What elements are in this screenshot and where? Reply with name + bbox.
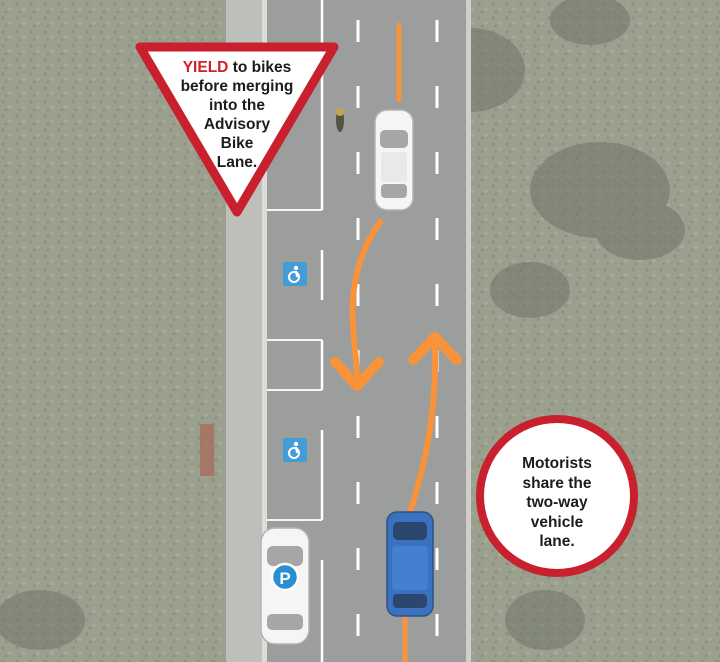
motorist-line-1: Motorists (522, 455, 592, 472)
merge-arrow-head (330, 357, 384, 391)
cyclist (336, 108, 344, 132)
parking-stall-lines (267, 209, 322, 521)
parking-badge-label: P (279, 569, 290, 588)
yield-line-1-rest: to bikes (232, 59, 292, 76)
return-arrow (407, 345, 439, 515)
yield-line-5: Bike (220, 135, 254, 152)
motorist-line-3: two-way (526, 494, 588, 511)
yield-sign (135, 42, 339, 217)
motorist-line-5: lane. (539, 533, 575, 550)
yield-sign-text: YIELD to bikes before merging into the A… (152, 58, 322, 172)
yield-line-1: YIELD to bikes (152, 58, 322, 77)
yield-line-2: before merging (180, 78, 294, 95)
yield-highlight: YIELD (182, 59, 229, 76)
blue-car (386, 511, 434, 617)
accessible-parking-icon (283, 262, 307, 286)
curb-right (466, 0, 471, 662)
accessible-parking-icon (283, 438, 307, 462)
yield-line-3: into the (209, 97, 265, 114)
return-arrow-head (408, 332, 462, 365)
yield-line-6: Lane. (216, 154, 258, 171)
lane-dashes (356, 20, 439, 662)
curb (262, 0, 267, 662)
planter (200, 424, 214, 476)
tree-shadows (0, 0, 685, 650)
yield-line-4: Advisory (203, 116, 271, 133)
motorist-sign-text: Motorists share the two-way vehicle lane… (492, 454, 622, 552)
merge-arrow (349, 219, 383, 378)
parking-icon (270, 562, 300, 592)
vehicle-path-arrows (330, 22, 462, 662)
white-car-upper (374, 109, 414, 211)
motorist-line-2: share the (522, 474, 592, 492)
motorist-line-4: vehicle (530, 513, 584, 531)
motorist-sign (476, 415, 638, 577)
